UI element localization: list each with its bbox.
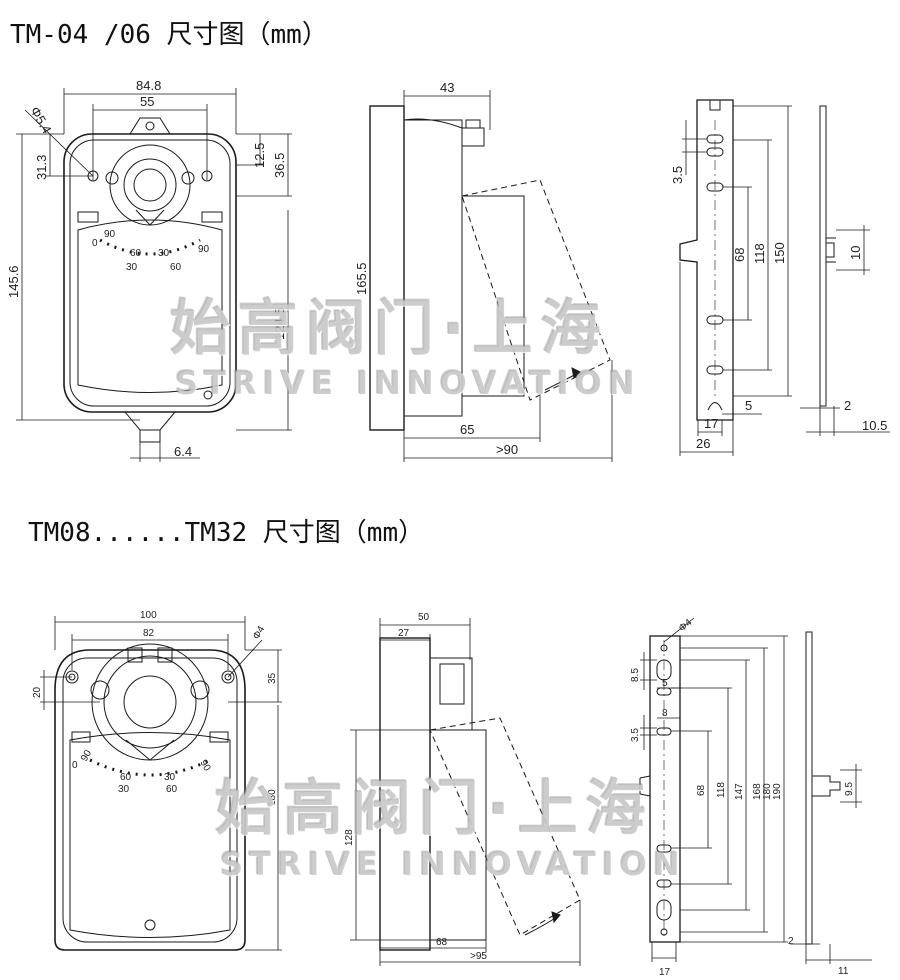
dim-bot-95: >95 <box>470 951 487 962</box>
dial-top-60a: 60 <box>130 248 142 259</box>
dim-top-2: 2 <box>844 398 851 413</box>
dim-top-84-8: 84.8 <box>136 78 161 93</box>
dim-bot-br-68: 68 <box>696 784 707 796</box>
dim-bot-8-5: 8.5 <box>630 668 641 682</box>
top-bracket-dimensions <box>679 105 890 456</box>
dim-top-6-4: 6.4 <box>174 444 192 459</box>
dim-bot-68: 68 <box>436 937 448 948</box>
dim-top-3-5: 3.5 <box>670 166 685 184</box>
dim-bot-180: 180 <box>267 789 278 806</box>
top-side-view <box>369 105 611 431</box>
dim-bot-9-5: 9.5 <box>844 782 855 796</box>
bottom-side-dimensions <box>350 618 581 966</box>
dim-top-150: 150 <box>772 242 787 264</box>
dim-top-68: 68 <box>732 248 747 262</box>
dial-top-60b: 60 <box>170 262 182 273</box>
dial-bot-90a: 90 <box>79 748 94 764</box>
dial-top-90: 90 <box>104 229 116 240</box>
dim-bot-118: 118 <box>716 782 727 798</box>
bottom-side-view <box>379 637 581 951</box>
bottom-bracket-dimensions <box>640 617 872 964</box>
dim-bot-27: 27 <box>398 628 410 639</box>
dial-top-30: 30 <box>158 248 170 259</box>
dim-bot-100: 100 <box>140 610 157 621</box>
dim-top-26: 26 <box>696 436 710 451</box>
dim-top-65: 65 <box>460 422 474 437</box>
top-bracket-view <box>679 99 836 421</box>
top-front-view <box>63 117 237 443</box>
dim-top-31-3: 31.3 <box>34 155 49 180</box>
dial-top-90b: 90 <box>198 244 210 255</box>
dim-bot-82: 82 <box>143 628 155 639</box>
dim-bot-180b: 180 <box>762 783 773 800</box>
watermark-en-top: STRIVE INNOVATION <box>175 364 641 402</box>
dial-bot-60a: 60 <box>120 772 132 783</box>
dim-top-55: 55 <box>140 94 154 109</box>
dim-bot-147: 147 <box>734 783 745 800</box>
top-side-dimensions <box>369 90 613 462</box>
dim-bot-35: 35 <box>267 672 278 684</box>
watermark-cn-top: 始高阀门·上海 <box>170 294 609 364</box>
dim-bot-190: 190 <box>772 783 783 800</box>
bottom-front-dimensions <box>40 616 282 951</box>
dim-bot-17: 17 <box>659 967 671 978</box>
bottom-front-view <box>54 643 246 951</box>
dial-bot-30a: 30 <box>118 784 130 795</box>
dim-bot-168: 168 <box>752 783 763 800</box>
top-front-dimensions <box>16 88 292 462</box>
dim-top-124-5: 124.5 <box>272 307 287 340</box>
title-bottom: TM08......TM32 尺寸图（mm） <box>28 518 425 548</box>
dim-bot-5: 5 <box>662 678 668 689</box>
dim-top-43: 43 <box>440 80 454 95</box>
dim-top-118: 118 <box>752 243 767 264</box>
watermark-cn-bottom: 始高阀门·上海 <box>215 774 654 844</box>
dim-top-12-5: 12.5 <box>252 143 267 168</box>
title-top: TM-04 /06 尺寸图（mm） <box>10 20 328 50</box>
dim-bot-3-5: 3.5 <box>630 728 641 742</box>
dim-bot-8: 8 <box>662 708 668 719</box>
dim-top-5: 5 <box>745 398 752 413</box>
dim-top-165-5: 165.5 <box>354 262 369 295</box>
dimension-labels: 84.8 55 Φ5.4 31.3 12.5 36.5 145.6 124.5 … <box>6 78 887 978</box>
dial-bot-60b: 60 <box>166 784 178 795</box>
dial-bot-30b: 30 <box>164 772 176 783</box>
dial-bot-0: 0 <box>72 760 78 771</box>
dim-bot-20: 20 <box>32 686 43 698</box>
dim-bot-phi4: Φ4 <box>251 624 268 642</box>
dim-top-36-5: 36.5 <box>272 153 287 178</box>
dim-top-phi54: Φ5.4 <box>27 104 54 136</box>
dim-bot-128: 128 <box>344 829 355 846</box>
dim-top-10: 10 <box>848 246 863 260</box>
dim-bot-2: 2 <box>788 936 794 947</box>
watermark-en-bottom: STRIVE INNOVATION <box>220 845 686 883</box>
dial-bot-90b: 90 <box>197 758 212 774</box>
dial-top-0: 0 <box>92 238 98 249</box>
dim-bot-50: 50 <box>418 612 430 623</box>
dim-top-90: >90 <box>496 442 518 457</box>
dim-top-145-6: 145.6 <box>6 265 21 298</box>
dim-top-17: 17 <box>704 416 718 431</box>
dial-top-30b: 30 <box>126 262 138 273</box>
dim-bot-11: 11 <box>838 966 849 977</box>
dim-top-10-5: 10.5 <box>862 418 887 433</box>
